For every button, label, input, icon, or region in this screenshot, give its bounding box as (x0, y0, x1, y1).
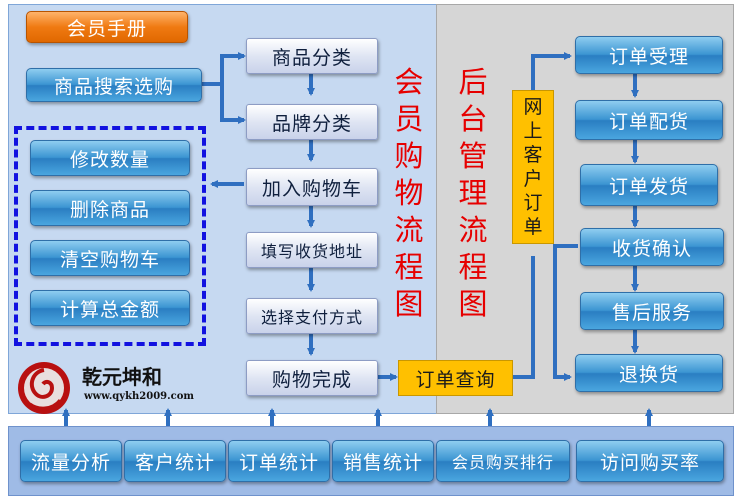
calculate-total-box: 计算总金额 (30, 290, 190, 326)
member-title-char: 程 (394, 250, 424, 284)
member-title-char: 图 (394, 287, 424, 321)
member-title-char: 流 (394, 213, 424, 247)
payment-method-box: 选择支付方式 (246, 298, 378, 334)
online-order-char: 订 (523, 192, 543, 214)
backend-title-char: 流 (458, 213, 488, 247)
online-order-char: 单 (523, 216, 543, 238)
purchase-complete-box: 购物完成 (246, 360, 378, 396)
delete-item-box: 删除商品 (30, 190, 190, 226)
online-order-char: 户 (523, 168, 543, 190)
brand-url: www.qykh2009.com (84, 391, 194, 402)
member-title-char: 购 (394, 139, 424, 173)
backend-flow-title: 后 台 管 理 流 程 图 (456, 64, 490, 323)
shipping-address-box: 填写收货地址 (246, 232, 378, 268)
online-order-char: 上 (523, 120, 543, 142)
clear-cart-box: 清空购物车 (30, 240, 190, 276)
member-flow-title: 会 员 购 物 流 程 图 (392, 64, 426, 323)
after-sales-box: 售后服务 (580, 292, 724, 330)
order-accept-box: 订单受理 (575, 36, 723, 74)
traffic-analysis-box: 流量分析 (20, 440, 122, 482)
online-order-char: 客 (523, 144, 543, 166)
backend-title-char: 理 (458, 176, 488, 210)
edit-quantity-box: 修改数量 (30, 140, 190, 176)
member-ranking-box: 会员购买排行 (436, 440, 570, 482)
order-stats-box: 订单统计 (228, 440, 330, 482)
company-logo-icon (18, 362, 70, 414)
customer-stats-box: 客户统计 (124, 440, 226, 482)
add-to-cart-box: 加入购物车 (246, 168, 378, 206)
receipt-confirm-box: 收货确认 (580, 228, 724, 266)
product-category-box: 商品分类 (246, 38, 378, 74)
backend-title-char: 后 (458, 65, 488, 99)
member-title-char: 员 (394, 102, 424, 136)
order-picking-box: 订单配货 (575, 100, 723, 140)
member-title-char: 会 (394, 65, 424, 99)
sales-stats-box: 销售统计 (332, 440, 434, 482)
online-customer-order-box: 网 上 客 户 订 单 (512, 90, 554, 244)
backend-title-char: 管 (458, 139, 488, 173)
brand-name: 乾元坤和 (82, 365, 162, 389)
backend-title-char: 台 (458, 102, 488, 136)
visit-purchase-rate-box: 访问购买率 (576, 440, 724, 482)
backend-title-char: 程 (458, 250, 488, 284)
member-handbook-box: 会员手册 (26, 11, 188, 43)
product-search-box: 商品搜索选购 (26, 68, 202, 102)
order-shipping-box: 订单发货 (580, 164, 718, 206)
member-title-char: 物 (394, 176, 424, 210)
return-exchange-box: 退换货 (575, 354, 723, 392)
cart-operations-group (14, 126, 206, 346)
brand-category-box: 品牌分类 (246, 104, 378, 140)
backend-title-char: 图 (458, 287, 488, 321)
order-query-box: 订单查询 (398, 360, 513, 396)
online-order-char: 网 (523, 96, 543, 118)
